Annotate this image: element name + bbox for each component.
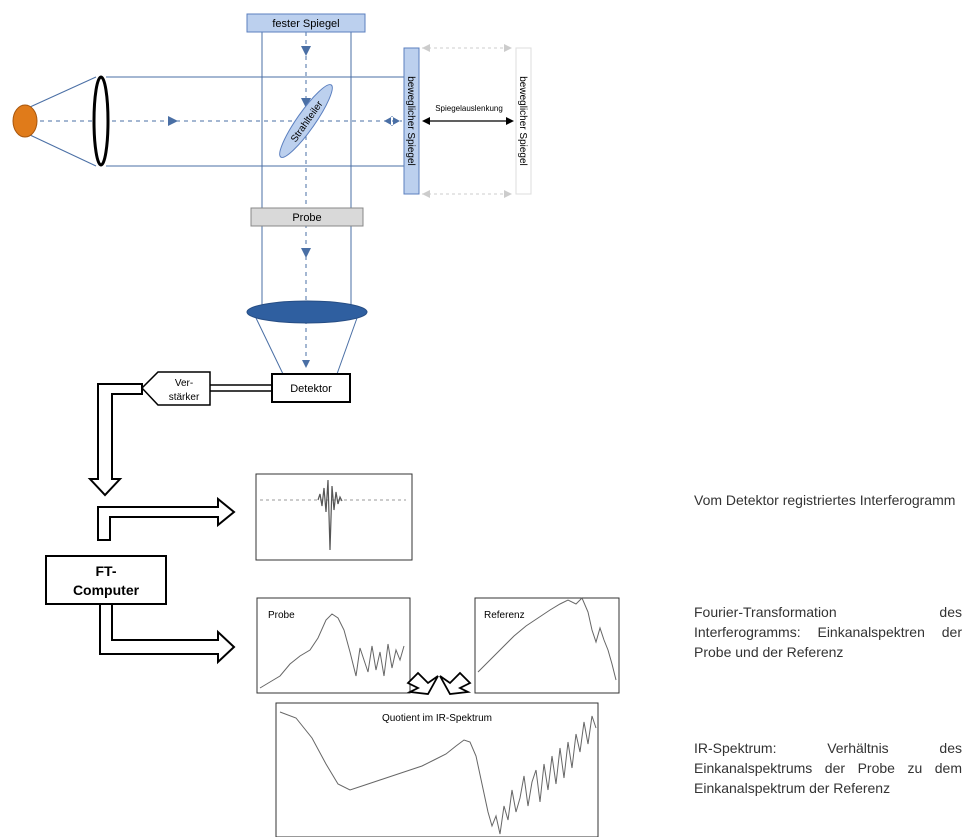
focusing-lens	[246, 300, 368, 324]
collimating-lens	[92, 75, 110, 167]
detector-label: Detektor	[290, 383, 332, 395]
ft-computer-box	[45, 555, 167, 605]
movable-mirror	[403, 47, 420, 195]
reference-spectrum-title: Referenz	[484, 610, 525, 621]
beam-arrow-right	[168, 116, 178, 126]
desc-fourier: Fourier-Transformation des Interferogram…	[694, 604, 962, 660]
sample-label: Probe	[292, 212, 321, 224]
flow-arrow-to-interferogram	[97, 496, 236, 541]
flow-arrow-to-spectra	[99, 603, 236, 665]
interferogram-panel	[255, 473, 413, 561]
interferometer	[29, 32, 404, 375]
detector-box	[271, 373, 351, 403]
sample-spectrum-title: Probe	[268, 610, 295, 621]
ir-source	[12, 104, 38, 138]
flow-arrow-sample-to-quotient	[406, 671, 439, 695]
beam-arrow-bidirectional	[384, 116, 400, 126]
desc-interferogram: Vom Detektor registriertes Interferogram…	[694, 492, 956, 508]
beam-arrow-down	[301, 46, 311, 56]
sample-spectrum-curve	[259, 613, 405, 689]
interferogram-signal	[317, 479, 343, 551]
movable-mirror-displaced	[515, 47, 532, 195]
sample-spectrum-panel	[256, 597, 411, 694]
amplifier-label-2: stärker	[169, 392, 200, 403]
movable-mirror-label: beweglicher Spiegel	[405, 76, 416, 166]
sample-box	[250, 207, 364, 227]
fixed-mirror-label: fester Spiegel	[272, 18, 339, 30]
desc-ir-spectrum: IR-Spektrum: Verhältnis des Einkanalspek…	[694, 740, 962, 796]
fixed-mirror	[246, 13, 366, 33]
quotient-spectrum-title: Quotient im IR-Spektrum	[382, 713, 492, 724]
amplifier	[140, 371, 211, 406]
beam-arrow-down-2	[301, 248, 311, 258]
amplifier-label-1: Ver-	[175, 378, 193, 389]
beam-arrow-down-3	[301, 98, 311, 108]
mirror-displacement-label: Spiegelauslenkung	[435, 104, 503, 113]
flow-arrow-reference-to-quotient	[439, 671, 472, 695]
ft-computer-label-2: Computer	[73, 582, 140, 598]
ft-computer-label-1: FT-	[96, 563, 117, 579]
reference-spectrum-panel	[474, 597, 620, 694]
movable-mirror-displaced-label: beweglicher Spiegel	[517, 76, 528, 166]
reference-spectrum-curve	[477, 597, 617, 681]
flow-arrow-amplifier-down	[87, 383, 143, 497]
quotient-spectrum-curve	[279, 711, 597, 835]
